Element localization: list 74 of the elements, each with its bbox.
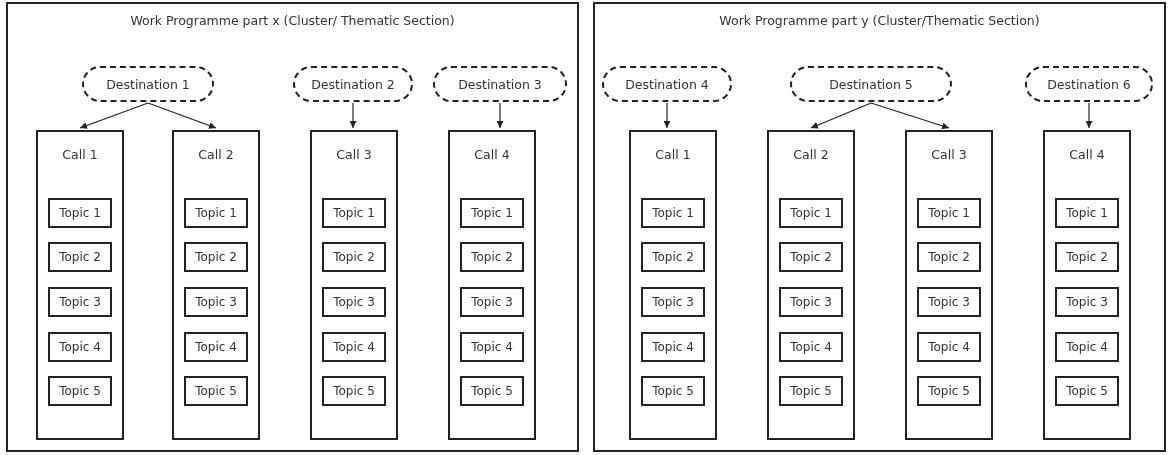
destination-pill: Destination 3: [433, 66, 567, 102]
arrow: [349, 102, 357, 129]
destination-pill: Destination 5: [790, 66, 952, 102]
call-box: [310, 130, 398, 440]
topic-box: Topic 4: [460, 332, 524, 362]
topic-box: Topic 3: [184, 287, 248, 317]
destination-pill: Destination 2: [293, 66, 413, 102]
topic-box: Topic 2: [641, 242, 705, 272]
topic-box: Topic 4: [641, 332, 705, 362]
arrow: [1085, 102, 1093, 129]
topic-box: Topic 1: [1055, 198, 1119, 228]
topic-box: Topic 2: [1055, 242, 1119, 272]
call-box: [172, 130, 260, 440]
call-title: Call 2: [792, 147, 830, 162]
topic-box: Topic 5: [184, 376, 248, 406]
topic-box: Topic 4: [1055, 332, 1119, 362]
call-box: [448, 130, 536, 440]
topic-box: Topic 4: [917, 332, 981, 362]
topic-box: Topic 1: [322, 198, 386, 228]
call-box: [629, 130, 717, 440]
topic-box: Topic 3: [779, 287, 843, 317]
topic-box: Topic 2: [779, 242, 843, 272]
topic-box: Topic 5: [48, 376, 112, 406]
topic-box: Topic 1: [48, 198, 112, 228]
topic-box: Topic 1: [641, 198, 705, 228]
topic-box: Topic 4: [779, 332, 843, 362]
call-box: [36, 130, 124, 440]
topic-box: Topic 1: [917, 198, 981, 228]
topic-box: Topic 5: [1055, 376, 1119, 406]
destination-pill: Destination 4: [602, 66, 732, 102]
topic-box: Topic 5: [917, 376, 981, 406]
section-title: Work Programme part y (Cluster/Thematic Section): [718, 13, 1041, 28]
topic-box: Topic 3: [641, 287, 705, 317]
topic-box: Topic 1: [460, 198, 524, 228]
topic-box: Topic 5: [779, 376, 843, 406]
section-frame: [593, 2, 1166, 452]
topic-box: Topic 4: [184, 332, 248, 362]
topic-box: Topic 2: [460, 242, 524, 272]
topic-box: Topic 2: [48, 242, 112, 272]
arrow: [810, 102, 872, 129]
call-box: [767, 130, 855, 440]
call-title: Call 3: [335, 147, 373, 162]
call-box: [905, 130, 993, 440]
topic-box: Topic 4: [322, 332, 386, 362]
section-title: Work Programme part x (Cluster/ Thematic Section): [129, 13, 456, 28]
topic-box: Topic 1: [779, 198, 843, 228]
call-title: Call 1: [61, 147, 99, 162]
call-title: Call 2: [197, 147, 235, 162]
section-frame: [6, 2, 579, 452]
arrow: [496, 102, 504, 129]
destination-pill: Destination 6: [1025, 66, 1153, 102]
arrow: [79, 102, 149, 129]
topic-box: Topic 2: [184, 242, 248, 272]
topic-box: Topic 5: [322, 376, 386, 406]
topic-box: Topic 3: [322, 287, 386, 317]
topic-box: Topic 3: [917, 287, 981, 317]
topic-box: Topic 4: [48, 332, 112, 362]
topic-box: Topic 1: [184, 198, 248, 228]
call-title: Call 4: [1068, 147, 1106, 162]
topic-box: Topic 2: [917, 242, 981, 272]
call-title: Call 3: [930, 147, 968, 162]
topic-box: Topic 3: [1055, 287, 1119, 317]
arrow: [663, 102, 671, 129]
call-box: [1043, 130, 1131, 440]
topic-box: Topic 2: [322, 242, 386, 272]
topic-box: Topic 3: [48, 287, 112, 317]
arrow: [147, 102, 217, 129]
call-title: Call 4: [473, 147, 511, 162]
destination-pill: Destination 1: [82, 66, 214, 102]
call-title: Call 1: [654, 147, 692, 162]
topic-box: Topic 5: [641, 376, 705, 406]
arrow: [870, 102, 950, 130]
topic-box: Topic 3: [460, 287, 524, 317]
topic-box: Topic 5: [460, 376, 524, 406]
